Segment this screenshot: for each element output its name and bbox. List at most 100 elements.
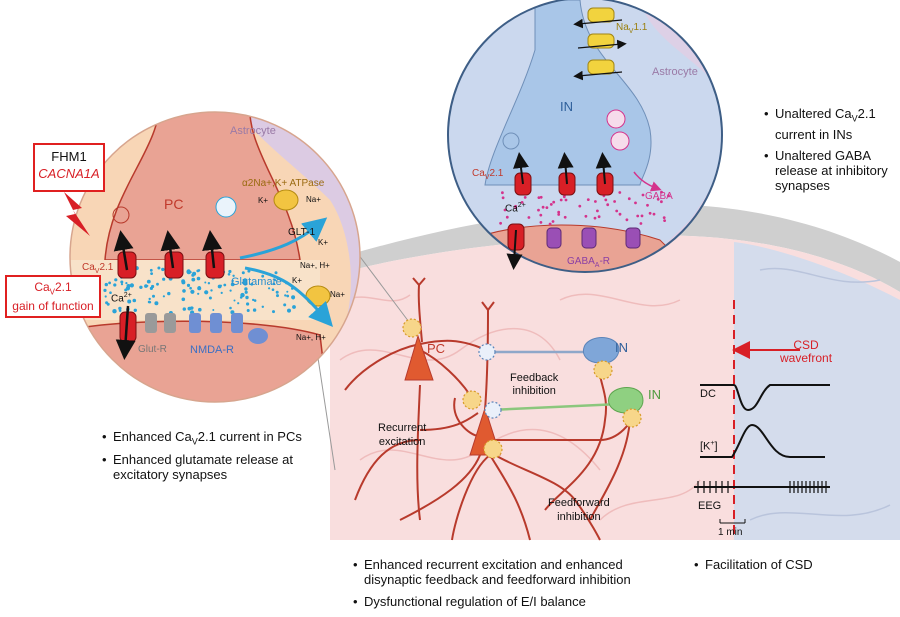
gaba-dot	[586, 198, 590, 202]
glutamate-dot	[191, 273, 195, 277]
gaba-dot	[652, 212, 656, 216]
glutamate-dot	[286, 294, 290, 298]
k-label: [K+]	[700, 440, 718, 453]
gaba-dot	[549, 203, 553, 206]
glutamate-dot	[246, 309, 250, 312]
gaba-dot	[640, 214, 644, 218]
ca-in-label: Ca2+	[505, 202, 526, 214]
astrocyte-left-label: Astrocyte	[230, 125, 276, 137]
gaba-dot	[541, 205, 545, 209]
glt-label: GLT-1	[288, 227, 316, 238]
glutamate-dot	[229, 289, 232, 292]
glutamate-dot	[182, 307, 186, 311]
ion-nah2: Na+, H+	[296, 333, 326, 342]
traces	[694, 384, 830, 488]
gaba-dot	[606, 203, 610, 207]
gaba-dot	[627, 197, 631, 201]
circuit-in2-label: IN	[648, 387, 661, 402]
gaba-dot	[537, 196, 541, 200]
cav-pc-sub: V	[94, 268, 100, 275]
rb1-line2: current in INs	[775, 126, 853, 142]
cortex-tissue	[287, 159, 900, 540]
glutamate-dot	[118, 309, 122, 312]
gaba-dot	[557, 210, 561, 214]
glutamate-dot	[148, 297, 151, 301]
gaba-dot	[618, 191, 622, 194]
fhm-title: FHM1	[51, 149, 87, 164]
gaba-dot	[662, 216, 666, 220]
gaba-dot	[501, 191, 504, 195]
glutamate-dot	[106, 302, 110, 306]
gaba-dot	[667, 194, 670, 198]
glutamate-dot	[182, 289, 186, 293]
pc-neuron-1	[404, 334, 434, 381]
glutamate-dot	[112, 309, 117, 314]
gaba-dot	[613, 200, 616, 203]
gaba-dot	[641, 193, 645, 197]
glutamate-dot	[190, 289, 195, 294]
gabaar-rest: -R	[599, 256, 611, 267]
glutamate-dot	[271, 288, 275, 292]
glutamate-dot	[227, 273, 231, 276]
glutamate-dot	[162, 277, 166, 281]
glutamate-dot	[274, 271, 278, 275]
glutamate-dot	[245, 295, 249, 300]
zoom-line	[354, 249, 416, 331]
cav-channels-pc	[117, 251, 225, 343]
gaba-dot	[615, 209, 619, 213]
lb1-post: 2.1 current in PCs	[197, 429, 302, 444]
glutamate-dot	[275, 290, 279, 294]
glutamate-dot	[104, 295, 107, 298]
scale-bar	[719, 519, 746, 524]
glutamate-dot	[161, 267, 165, 272]
gabaa-receptors	[546, 227, 641, 249]
bottom-bullet-1: •Enhanced recurrent excitation and enhan…	[353, 557, 631, 587]
glutamate-dot	[261, 274, 265, 278]
left-bullet-2: •Enhanced glutamate release at excitator…	[102, 452, 293, 482]
ca-in-text: Ca	[505, 203, 518, 215]
excitatory-synapses	[402, 318, 642, 459]
gaba-dot	[660, 200, 663, 204]
postsynaptic-pc	[70, 320, 331, 402]
inhibitory-synapses	[478, 343, 502, 419]
glutamate-dot	[232, 274, 235, 277]
ion-k2: K+	[318, 238, 329, 247]
feedforward-line1: Feedforward	[548, 497, 610, 509]
gaba-dot	[596, 209, 599, 213]
receptors	[145, 313, 268, 344]
glutamate-dot	[219, 284, 222, 287]
gain-rest: 2.1	[55, 280, 72, 294]
atpase-label: α2Na+,K+ ATPase	[242, 178, 325, 189]
pc1-apical	[412, 277, 426, 343]
glutamate-dot	[286, 290, 289, 293]
glutamate-dot	[240, 292, 245, 298]
gaba-dot	[499, 221, 502, 225]
glutamate-dot	[103, 288, 107, 292]
gaba-dot	[660, 190, 663, 194]
right-bullet-2: •Unaltered GABA release at inhibitory sy…	[764, 148, 888, 193]
rb2-line3: synapses	[775, 178, 830, 193]
glutamate-dot	[109, 291, 112, 295]
glutamate-dot	[151, 284, 155, 289]
gaba-dot	[545, 206, 549, 210]
glutamate-dot	[207, 282, 211, 285]
gaba-dot	[562, 195, 566, 199]
glutamate-dot	[241, 271, 245, 275]
glutamate-dot	[147, 300, 151, 304]
gain-box: CaV2.1 gain of function	[5, 275, 101, 318]
in-label: IN	[560, 99, 573, 114]
glutamate-dot	[272, 282, 276, 286]
gaba-dot	[636, 214, 640, 218]
eeg-spikes	[697, 481, 827, 493]
glutamate-dot	[125, 282, 128, 285]
glutamate-dot	[197, 292, 200, 295]
gaba-dot	[594, 200, 597, 203]
gain-sub: V	[49, 287, 55, 297]
k-sup: +	[710, 440, 715, 447]
glutamate-dot	[212, 309, 215, 311]
gaba-dot	[539, 195, 543, 199]
glutamate-dot	[208, 296, 212, 300]
dc-trace	[700, 384, 830, 412]
k-close: ]	[714, 440, 718, 453]
